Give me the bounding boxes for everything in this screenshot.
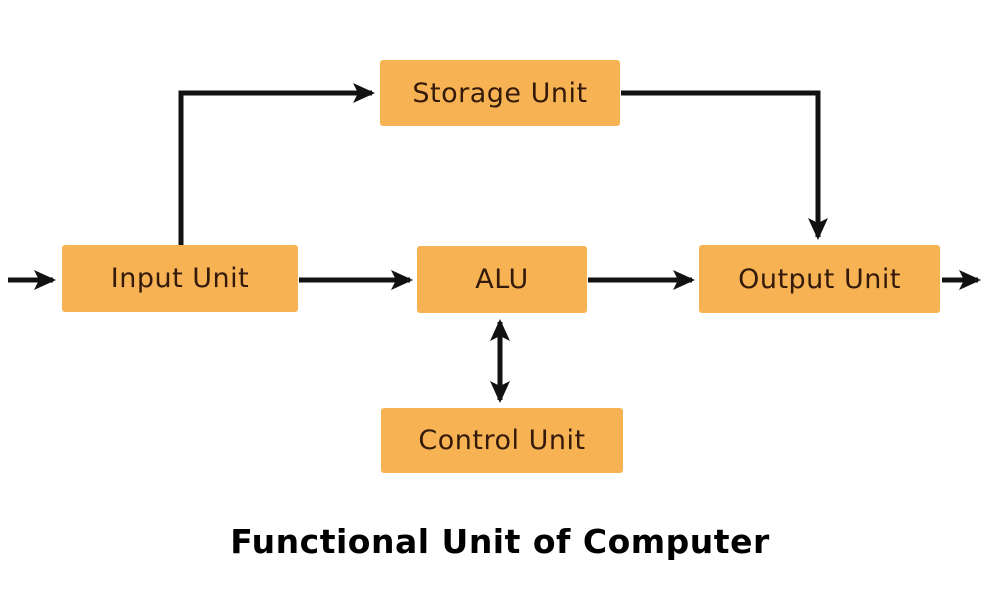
node-storage-unit: Storage Unit [380,60,620,126]
diagram-title: Functional Unit of Computer [230,522,770,561]
node-output-unit: Output Unit [699,245,940,313]
node-control-unit-label: Control Unit [418,425,586,456]
arrow-storage-to-output [621,90,828,240]
node-output-unit-label: Output Unit [738,263,901,295]
node-alu-label: ALU [475,264,529,295]
node-alu: ALU [417,246,587,313]
node-input-unit: Input Unit [62,245,298,312]
node-control-unit: Control Unit [381,408,623,473]
node-storage-unit-label: Storage Unit [412,77,588,109]
node-input-unit-label: Input Unit [110,263,250,294]
arrow-input-to-storage [178,83,375,246]
